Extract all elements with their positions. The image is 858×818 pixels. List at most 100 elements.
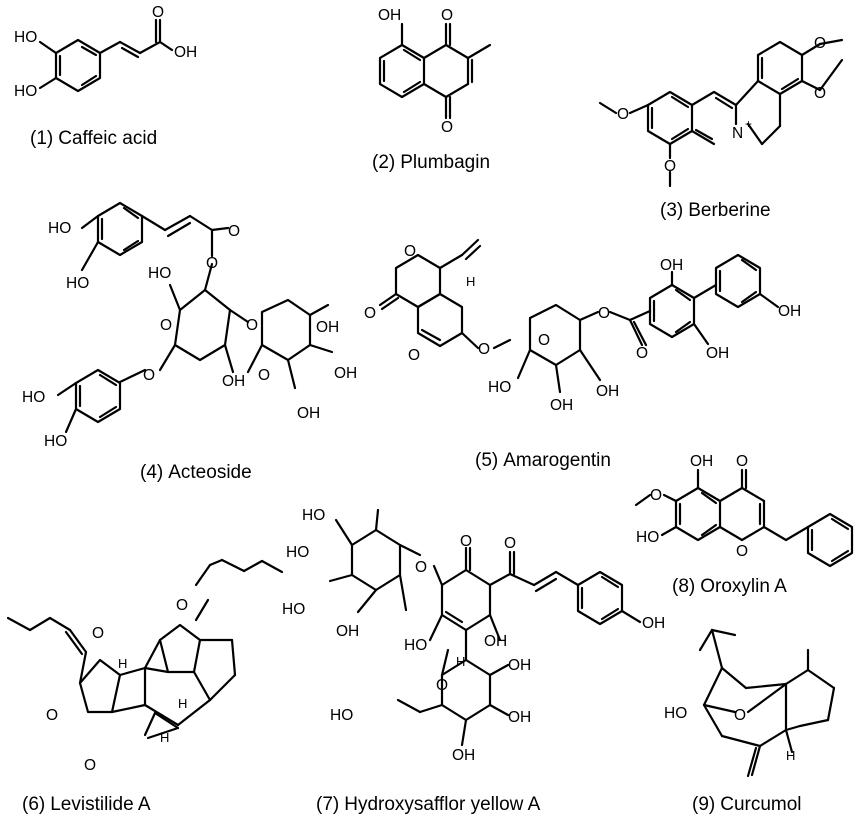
atom-o: O [460, 533, 472, 550]
compound-name: Oroxylin A [700, 576, 787, 597]
compound-number: (3) [660, 200, 683, 221]
atom-o: O [415, 559, 427, 576]
atom-o: O [734, 707, 746, 724]
caption-1: (1)Caffeic acid [30, 128, 157, 149]
compound-number: (1) [30, 128, 53, 149]
atom-oh: OH [690, 453, 713, 470]
atom-oh: OH [660, 257, 683, 274]
atom-ho: HO [636, 529, 659, 546]
atom-o: O [246, 317, 258, 334]
atom-o: O [650, 487, 662, 504]
atom-o: O [408, 347, 420, 364]
structure-berberine: N + O O O O [598, 35, 844, 188]
atom-o: O [84, 757, 96, 774]
structure-caffeic-acid: HO HO O OH [14, 4, 197, 100]
atom-oh: OH [508, 709, 531, 726]
structure-amarogentin: O O O H O O O O HO OH OH OH OH OH [364, 238, 801, 414]
atom-ho: HO [330, 707, 353, 724]
atom-o: O [736, 543, 748, 560]
compound-name: Berberine [688, 200, 770, 221]
atom-o: O [364, 305, 376, 322]
atom-o: O [504, 535, 516, 552]
caption-8: (8)Oroxylin A [672, 576, 787, 597]
atom-ho: HO [48, 220, 71, 237]
atom-o: O [404, 243, 416, 260]
atom-ho: HO [664, 705, 687, 722]
atom-oh: OH [174, 44, 197, 61]
atom-oh: OH [706, 345, 729, 362]
atom-oh: OH [642, 615, 665, 632]
atom-charge: + [745, 117, 752, 131]
compound-number: (5) [475, 450, 498, 471]
atom-o: O [152, 4, 164, 21]
atom-oh: OH [484, 633, 507, 650]
atom-oh: OH [336, 623, 359, 640]
atom-o: O [160, 317, 172, 334]
caption-5: (5)Amarogentin [475, 450, 611, 471]
atom-o: O [814, 85, 826, 102]
structure-oroxylin-a: OH O O HO O [634, 453, 854, 568]
atom-o: O [598, 305, 610, 322]
compound-name: Caffeic acid [58, 128, 157, 149]
atom-oh: OH [452, 747, 475, 764]
atom-h: H [456, 654, 465, 669]
atom-h: H [466, 274, 475, 289]
atom-oh: OH [596, 383, 619, 400]
atom-o: O [258, 367, 270, 384]
compound-name: Hydroxysafflor yellow A [344, 794, 540, 815]
atom-o: O [478, 341, 490, 358]
compound-name: Levistilide A [50, 794, 151, 815]
atom-o: O [636, 345, 648, 362]
atom-oh: OH [550, 397, 573, 414]
structure-acteoside: HO HO O O HO O O OH OH OH OH O O HO HO [22, 201, 357, 450]
atom-ho: HO [148, 265, 171, 282]
atom-oh: OH [778, 303, 801, 320]
compound-name: Curcumol [720, 794, 801, 815]
atom-o: O [143, 367, 155, 384]
atom-o: O [176, 597, 188, 614]
compound-number: (8) [672, 576, 695, 597]
atom-o: O [228, 223, 240, 240]
structure-levistilide-a: O O O O H H H [6, 558, 284, 774]
atom-o: O [617, 106, 629, 123]
compound-name: Acteoside [168, 462, 251, 483]
compound-number: (4) [140, 462, 163, 483]
atom-o: O [814, 35, 826, 52]
atom-oh: OH [378, 7, 401, 24]
caption-2: (2)Plumbagin [372, 152, 490, 173]
atom-h: H [118, 656, 127, 671]
atom-oh: OH [297, 405, 320, 422]
atom-ho: HO [302, 507, 325, 524]
caption-6: (6)Levistilide A [22, 794, 151, 815]
atom-oh: OH [334, 365, 357, 382]
structure-plumbagin: OH O O [378, 7, 492, 136]
atom-ho: HO [14, 29, 37, 46]
atom-o: O [206, 255, 218, 272]
caption-9: (9)Curcumol [692, 794, 802, 815]
atom-ho: HO [22, 389, 45, 406]
atom-o: O [441, 119, 453, 136]
compound-number: (9) [692, 794, 715, 815]
structure-curcumol: HO O H [664, 628, 836, 778]
compound-number: (2) [372, 152, 395, 173]
atom-o: O [736, 453, 748, 470]
atom-oh: OH [316, 319, 339, 336]
atom-o: O [46, 707, 58, 724]
caption-4: (4)Acteoside [140, 462, 252, 483]
atom-ho: HO [282, 601, 305, 618]
compound-name: Plumbagin [400, 152, 490, 173]
atom-ho: HO [14, 83, 37, 100]
atom-h: H [160, 730, 169, 745]
caption-3: (3)Berberine [660, 200, 771, 221]
atom-h: H [786, 748, 795, 763]
atom-ho: HO [66, 275, 89, 292]
atom-ho: HO [286, 544, 309, 561]
compound-number: (6) [22, 794, 45, 815]
caption-7: (7)Hydroxysafflor yellow A [316, 794, 541, 815]
atom-oh: OH [508, 657, 531, 674]
atom-o: O [441, 7, 453, 24]
atom-o: O [538, 332, 550, 349]
atom-o: O [664, 158, 676, 175]
compound-number: (7) [316, 794, 339, 815]
